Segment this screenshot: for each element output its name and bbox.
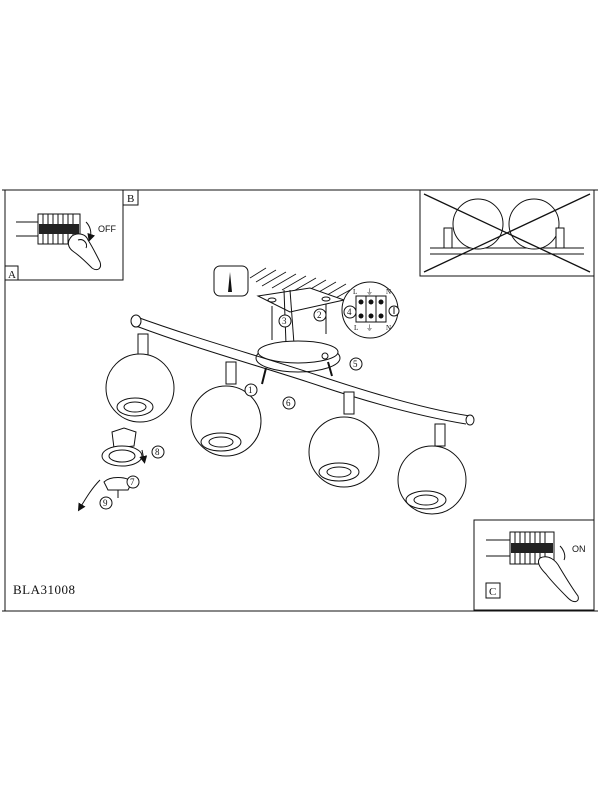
terminal-block: L ⏚ N L ⏚ N [341, 281, 400, 339]
step-4: 4 [347, 307, 352, 317]
step-8: 8 [155, 447, 160, 457]
spotlight-bar [130, 314, 475, 426]
ceiling-mount [213, 265, 351, 345]
svg-text:⏚: ⏚ [366, 324, 373, 332]
step-2: 2 [317, 310, 322, 320]
spot-head-1 [105, 333, 175, 423]
hand-icon [537, 556, 579, 603]
panel-a-box [4, 265, 19, 281]
spot-head-2 [190, 361, 262, 457]
panel-c-label: C [489, 586, 496, 598]
spot-head-4 [397, 423, 467, 515]
step-markers: 1 2 3 4 5 6 7 8 9 [99, 305, 363, 510]
panel-b-label: B [127, 193, 134, 205]
wall-plug-icon [213, 265, 249, 297]
panel-a-label: A [8, 269, 16, 281]
step-6: 6 [286, 398, 291, 408]
panel-b-box [122, 189, 139, 206]
step-7: 7 [130, 477, 135, 487]
panel-wrong-install [419, 189, 595, 277]
svg-text:L: L [353, 288, 357, 296]
step-1: 1 [248, 385, 253, 395]
on-label: ON [572, 544, 586, 554]
bulb-replacement [77, 427, 148, 512]
svg-text:⏚: ⏚ [366, 288, 373, 296]
svg-text:N: N [386, 324, 391, 332]
hand-icon [67, 233, 101, 271]
spot-head-3 [308, 391, 380, 488]
model-number: BLA31008 [13, 582, 76, 597]
svg-text:L: L [354, 324, 358, 332]
panel-c-box [485, 582, 501, 599]
svg-text:N: N [386, 288, 391, 296]
panel-switch-on: C ON [473, 519, 595, 611]
step-3: 3 [282, 316, 287, 326]
off-label: OFF [98, 224, 116, 234]
step-9: 9 [103, 498, 108, 508]
panel-switch-off: B A OFF [4, 189, 139, 281]
canopy [255, 340, 341, 385]
step-5: 5 [353, 359, 358, 369]
